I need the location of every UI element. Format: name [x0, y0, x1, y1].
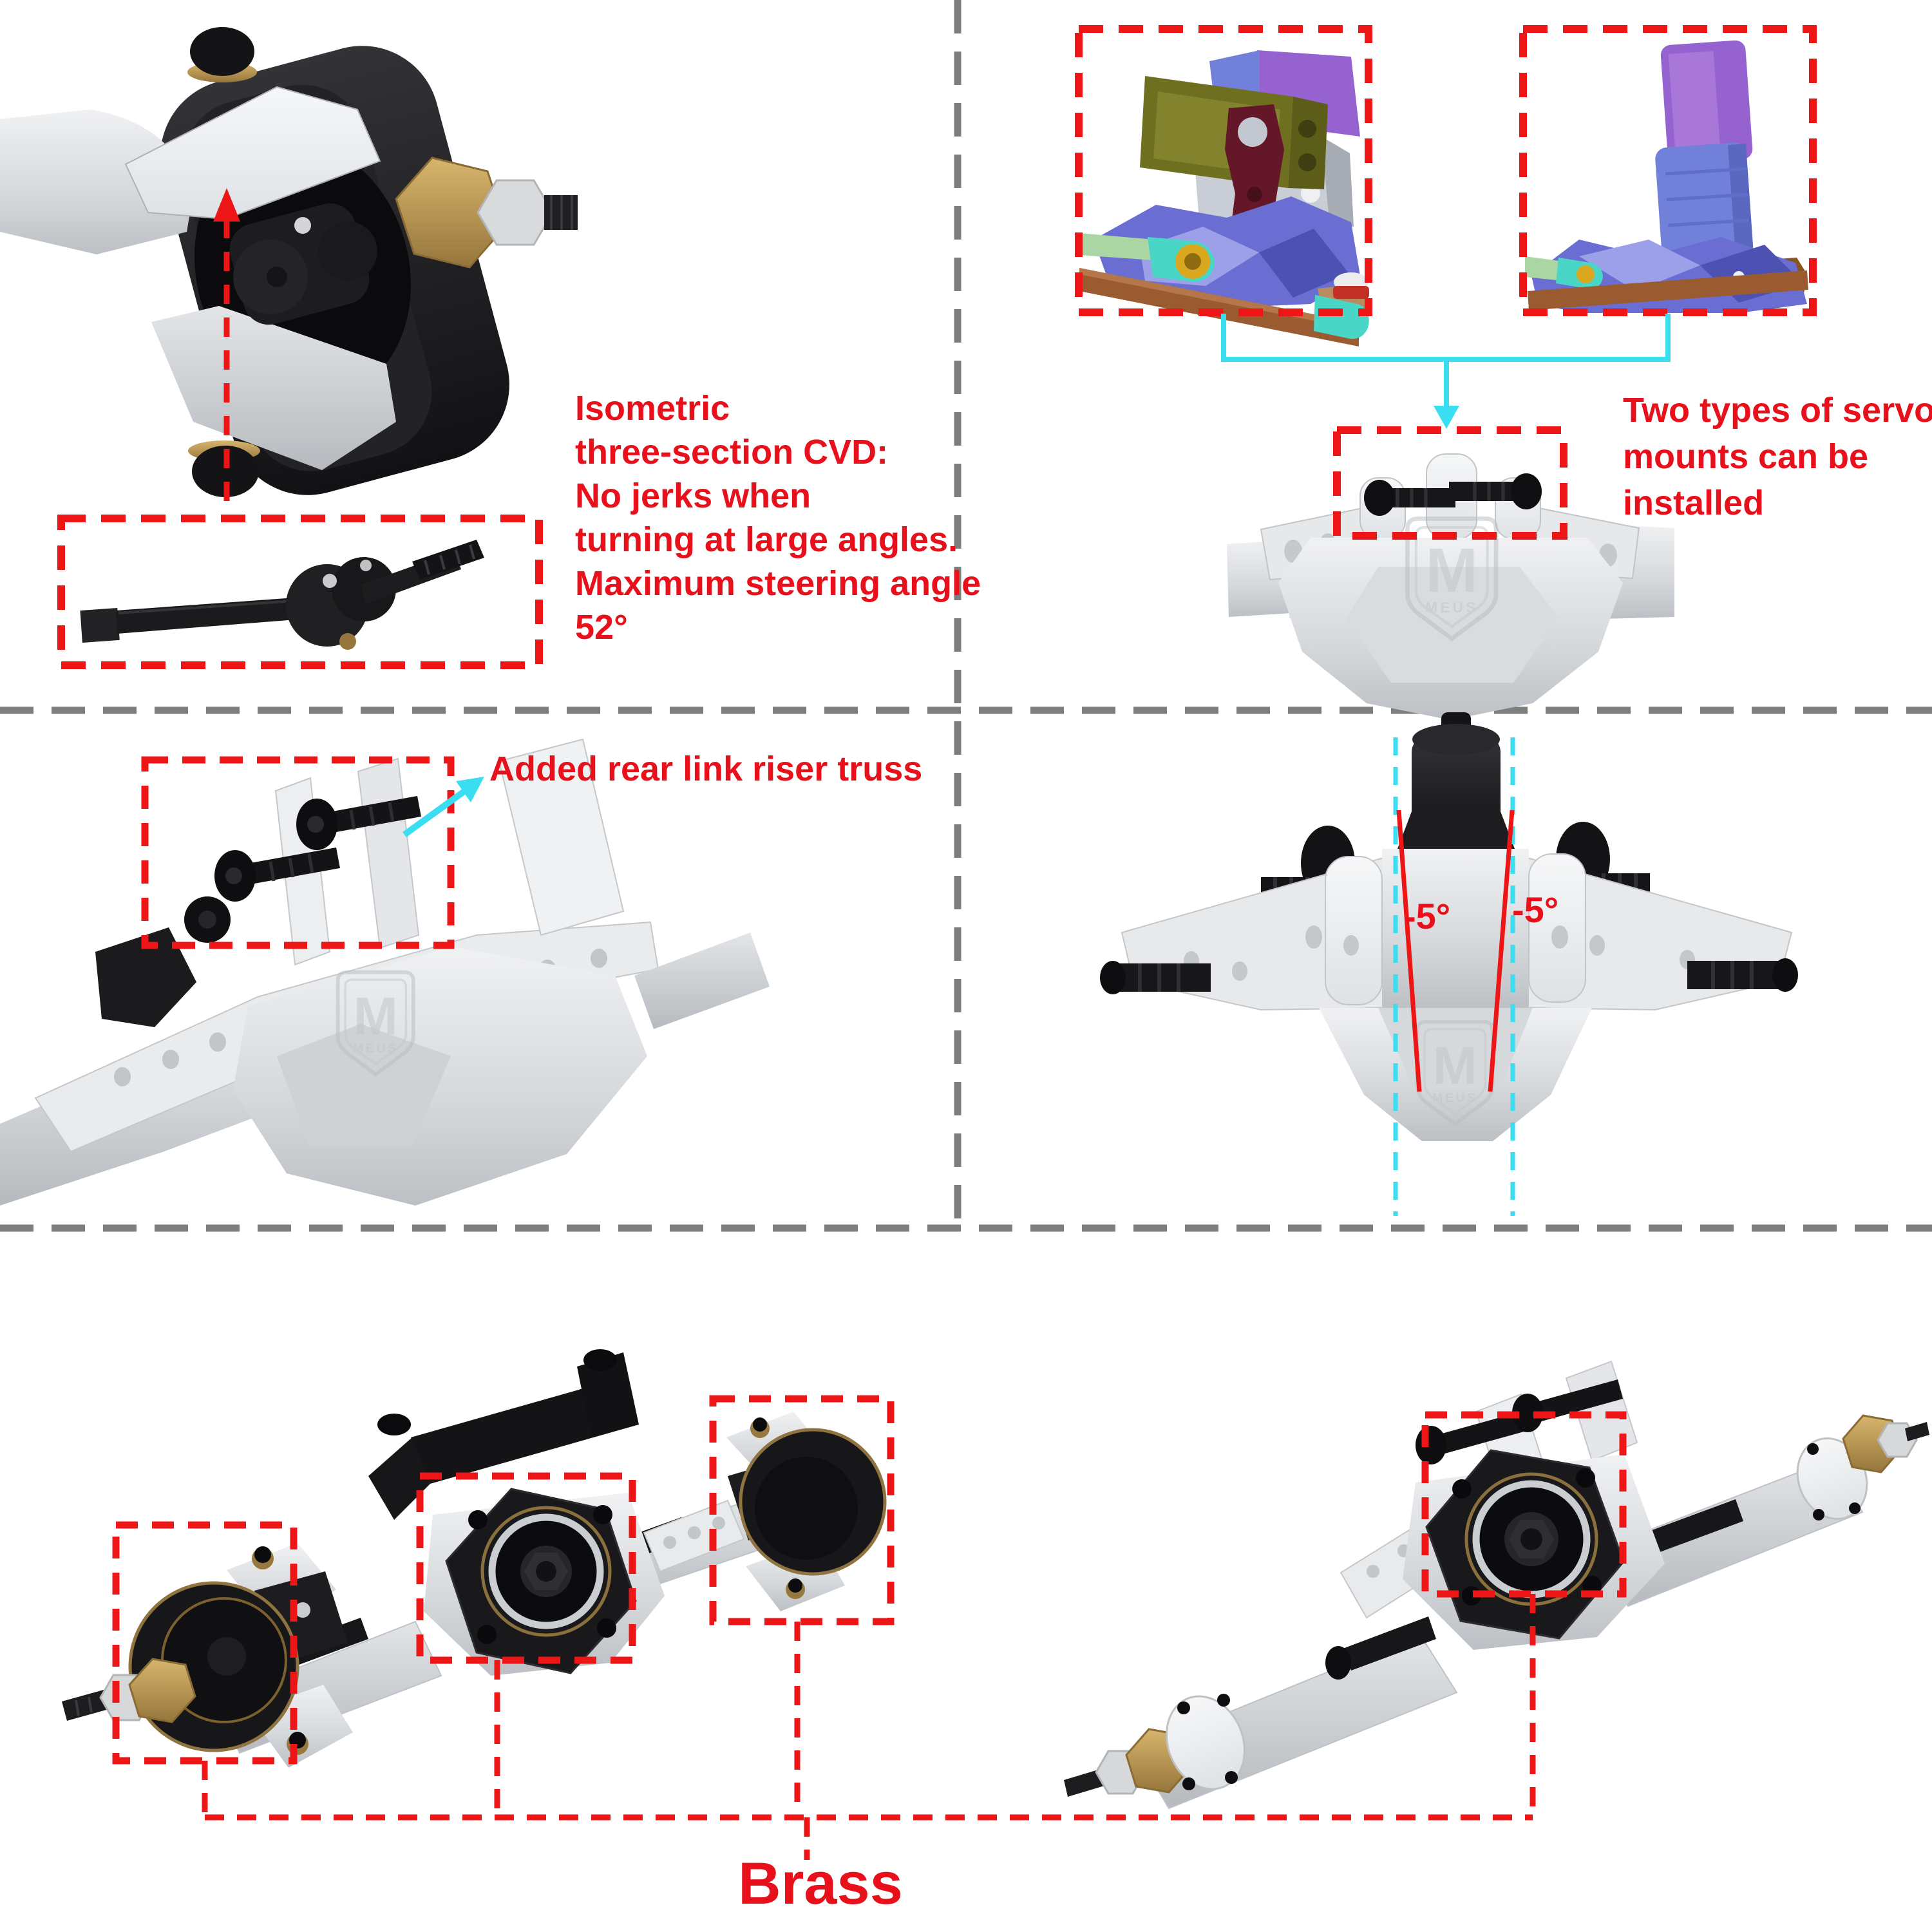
servo-text-block: Two types of servo mounts can be install… [1623, 391, 1932, 522]
servo-mount-box-left [1075, 25, 1372, 316]
cvd-closeup-photo [0, 27, 578, 497]
brass-box-portal-left [112, 1521, 298, 1765]
caster-annotation: -5° -5° [1393, 737, 1558, 1216]
cvd-line-1: Isometric [575, 389, 730, 428]
cvd-line-2: three-section CVD: [575, 433, 888, 471]
cvd-shaft-photo [80, 540, 484, 650]
truss-label: Added rear link riser truss [489, 750, 922, 788]
brass-annotation: Brass [112, 1395, 1627, 1917]
servo-line-1: Two types of servo [1623, 391, 1932, 430]
cvd-shaft-box [57, 515, 543, 669]
servo-line-3: installed [1623, 484, 1764, 522]
cvd-line-3: No jerks when [575, 477, 811, 515]
cvd-line-5: Maximum steering angle [575, 564, 981, 603]
axle-assembly-right-photo [1064, 1360, 1929, 1810]
truss-pointer-line [402, 788, 467, 838]
rear-axle-photo [0, 738, 770, 1206]
caster-axle-photo [1100, 712, 1798, 1141]
caster-angle-line-left [1396, 810, 1422, 1092]
link-mount-box [1333, 426, 1567, 540]
up-arrow-icon [213, 188, 240, 222]
brass-box-knuckle-rear [1421, 1411, 1627, 1598]
servo-mount-box-right [1519, 25, 1817, 316]
cvd-text-block: Isometric three-section CVD: No jerks wh… [575, 389, 981, 647]
brass-hex-nut [395, 156, 507, 269]
servo-connector [1221, 314, 1671, 408]
caster-angle-line-right [1488, 810, 1515, 1092]
caster-label-left: -5° [1404, 896, 1450, 936]
riser-truss-box [141, 756, 455, 949]
brass-label: Brass [738, 1851, 903, 1917]
caster-label-right: -5° [1512, 889, 1558, 930]
brass-box-knuckle-center [416, 1472, 636, 1664]
down-arrow-icon [1434, 406, 1459, 429]
brass-box-portal-right [709, 1395, 895, 1625]
axle-front-photo [1227, 453, 1674, 720]
cvd-annotation [57, 188, 543, 669]
servo-line-2: mounts can be [1623, 437, 1868, 476]
section-dividers [0, 0, 1932, 1232]
cvd-line-6: 52° [575, 608, 628, 647]
up-right-arrow-icon [456, 777, 484, 802]
servo-mount-cad-vertical [1525, 40, 1808, 313]
axle-assembly-left-photo [62, 1349, 887, 1768]
cvd-line-4: turning at large angles. [575, 520, 958, 559]
